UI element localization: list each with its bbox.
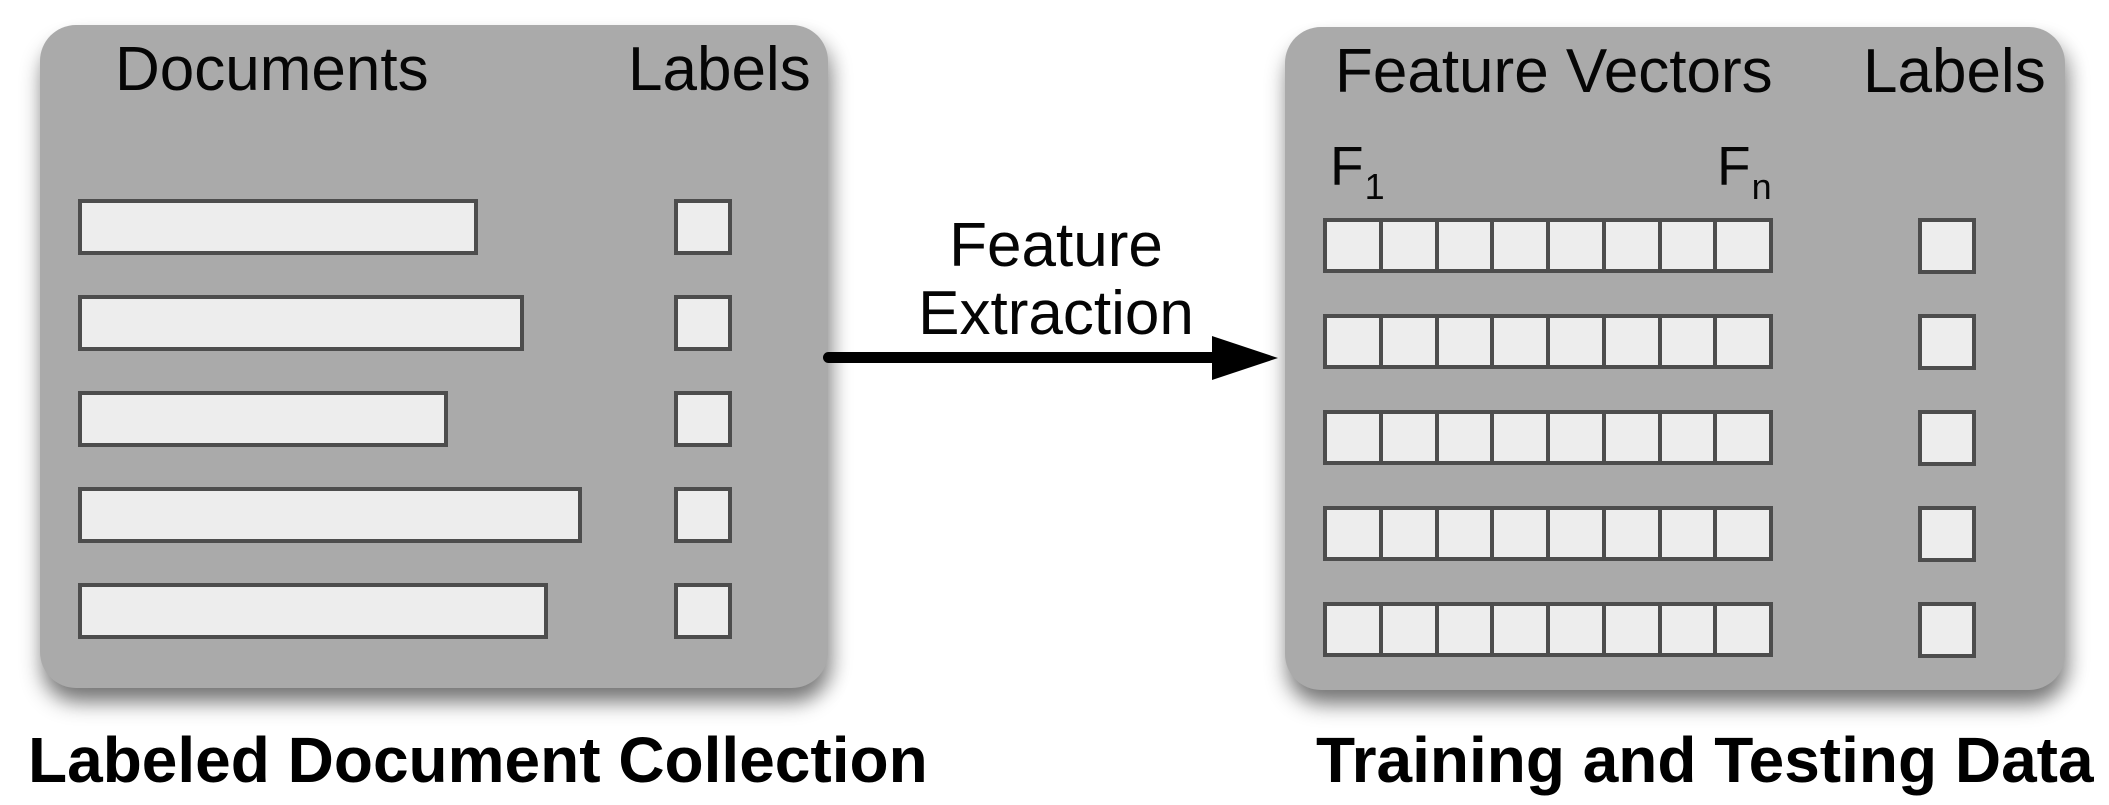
feature-cell bbox=[1494, 414, 1546, 461]
labels-header-right: Labels bbox=[1863, 37, 2046, 106]
f-last-base: F bbox=[1717, 135, 1751, 197]
feature-extraction-label-line2: Extraction bbox=[918, 279, 1194, 348]
feature-cell bbox=[1661, 606, 1714, 653]
feature-vectors-header: Feature Vectors bbox=[1335, 37, 1773, 106]
feature-cell bbox=[1438, 318, 1491, 365]
feature-cell bbox=[1605, 414, 1658, 461]
feature-cell bbox=[1382, 318, 1435, 365]
feature-vector-row bbox=[1323, 218, 1773, 273]
feature-index-last: Fn bbox=[1717, 139, 1772, 208]
feature-cell bbox=[1661, 510, 1714, 557]
f-last-subscript: n bbox=[1751, 166, 1772, 207]
feature-extraction-label: Feature Extraction bbox=[906, 212, 1206, 348]
feature-cell bbox=[1661, 414, 1714, 461]
feature-cell bbox=[1550, 318, 1602, 365]
labels-header-left: Labels bbox=[628, 35, 811, 104]
feature-cell bbox=[1605, 318, 1658, 365]
feature-cell bbox=[1605, 510, 1658, 557]
feature-cell bbox=[1550, 510, 1602, 557]
feature-vector-row bbox=[1323, 314, 1773, 369]
label-box bbox=[674, 295, 732, 351]
feature-cell bbox=[1438, 414, 1491, 461]
f-first-subscript: 1 bbox=[1364, 166, 1385, 207]
label-box bbox=[1918, 506, 1976, 562]
document-bar bbox=[78, 391, 448, 447]
training-data-panel: Feature Vectors Labels F1 Fn bbox=[1285, 27, 2065, 690]
feature-extraction-label-line1: Feature bbox=[949, 211, 1163, 280]
feature-cell bbox=[1661, 318, 1714, 365]
feature-cell bbox=[1717, 606, 1769, 653]
document-bar bbox=[78, 295, 524, 351]
feature-cell bbox=[1327, 414, 1379, 461]
feature-cell bbox=[1605, 606, 1658, 653]
feature-cell bbox=[1494, 318, 1546, 365]
document-bar bbox=[78, 583, 548, 639]
feature-cell bbox=[1438, 510, 1491, 557]
label-box bbox=[1918, 602, 1976, 658]
feature-cell bbox=[1327, 318, 1379, 365]
feature-cell bbox=[1550, 222, 1602, 269]
feature-cell bbox=[1382, 510, 1435, 557]
label-box bbox=[1918, 410, 1976, 466]
feature-cell bbox=[1494, 606, 1546, 653]
feature-vector-row bbox=[1323, 506, 1773, 561]
label-box bbox=[674, 583, 732, 639]
feature-cell bbox=[1550, 414, 1602, 461]
label-box bbox=[674, 391, 732, 447]
label-box bbox=[674, 199, 732, 255]
feature-cell bbox=[1717, 318, 1769, 365]
f-first-base: F bbox=[1330, 135, 1364, 197]
arrow-head-icon bbox=[1212, 336, 1278, 380]
right-panel-caption: Training and Testing Data bbox=[1316, 724, 2094, 796]
left-panel-caption: Labeled Document Collection bbox=[28, 724, 928, 796]
feature-cell bbox=[1327, 222, 1379, 269]
feature-cell bbox=[1494, 222, 1546, 269]
feature-cell bbox=[1605, 222, 1658, 269]
document-bar bbox=[78, 487, 582, 543]
feature-vector-row bbox=[1323, 410, 1773, 465]
document-bar bbox=[78, 199, 478, 255]
labeled-collection-panel: Documents Labels bbox=[40, 25, 828, 688]
feature-cell bbox=[1661, 222, 1714, 269]
feature-cell bbox=[1327, 606, 1379, 653]
feature-cell bbox=[1438, 222, 1491, 269]
feature-cell bbox=[1550, 606, 1602, 653]
label-box bbox=[674, 487, 732, 543]
feature-cell bbox=[1382, 222, 1435, 269]
feature-cell bbox=[1382, 606, 1435, 653]
label-box bbox=[1918, 218, 1976, 274]
feature-vector-row bbox=[1323, 602, 1773, 657]
feature-cell bbox=[1438, 606, 1491, 653]
feature-cell bbox=[1327, 510, 1379, 557]
feature-cell bbox=[1382, 414, 1435, 461]
feature-cell bbox=[1494, 510, 1546, 557]
label-box bbox=[1918, 314, 1976, 370]
feature-cell bbox=[1717, 414, 1769, 461]
feature-index-first: F1 bbox=[1330, 139, 1385, 208]
feature-cell bbox=[1717, 222, 1769, 269]
documents-header: Documents bbox=[115, 35, 429, 104]
feature-cell bbox=[1717, 510, 1769, 557]
arrow-shaft bbox=[823, 352, 1221, 363]
